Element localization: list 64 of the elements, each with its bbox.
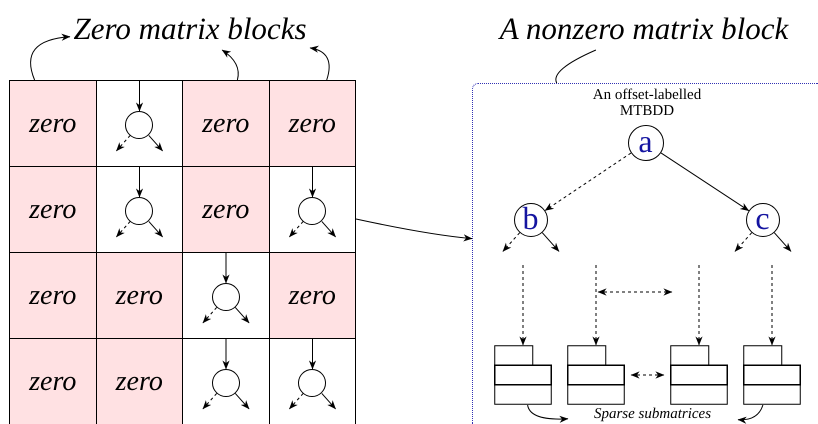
arrow [30, 34, 70, 80]
arrow [136, 166, 144, 198]
zero-block: zero [268, 252, 356, 339]
arrow [222, 50, 239, 80]
zero-block: zero [268, 80, 356, 167]
heading: Zero matrix blocks [70, 8, 310, 50]
arrow [222, 252, 230, 284]
arrow [321, 220, 336, 238]
dashed-arrow [544, 152, 632, 211]
dashed-arrow [630, 371, 664, 379]
sparse-matrix-drawing [670, 344, 728, 404]
dashed-arrow [695, 264, 703, 346]
arrow [308, 166, 316, 198]
zero-block: zero [9, 166, 96, 253]
bdd-node-circle [125, 196, 153, 224]
bdd-node-circle: c [746, 202, 780, 236]
tree-caption: An offset-labelled MTBDD [592, 87, 702, 119]
arrow [148, 220, 164, 238]
arrow [308, 338, 316, 370]
dashed-arrow [288, 220, 304, 238]
bdd-node-circle [298, 196, 326, 224]
zero-block: zero [182, 80, 270, 167]
annotation: Sparse submatrices [568, 404, 738, 422]
arrow [148, 134, 164, 152]
dashed-arrow [116, 134, 131, 152]
bdd-node-circle [212, 282, 240, 310]
dashed-arrow [202, 306, 218, 324]
bdd-node-circle [298, 368, 326, 396]
sparse-matrix-drawing [742, 344, 800, 404]
zero-block: zero [9, 252, 96, 339]
arrow [234, 392, 250, 410]
zero-block: zero [9, 80, 96, 167]
leader-line [555, 50, 596, 84]
zero-block: zero [96, 252, 183, 339]
dashed-arrow [768, 264, 776, 346]
block-panel [472, 83, 818, 424]
arrow [774, 232, 792, 252]
arrow [356, 218, 472, 242]
dashed-arrow [116, 220, 131, 238]
sparse-matrix-drawing [494, 344, 552, 404]
dashed-arrow [502, 232, 520, 252]
arrow [738, 404, 764, 424]
dashed-arrow [519, 264, 527, 346]
bdd-node-circle: b [514, 202, 548, 236]
arrow [527, 404, 568, 423]
arrow [222, 338, 230, 370]
dashed-arrow [202, 392, 218, 410]
dashed-arrow [734, 232, 752, 252]
sparse-matrix-drawing [566, 344, 624, 404]
zero-block: zero [96, 338, 183, 424]
bdd-node-circle [125, 110, 153, 138]
dashed-arrow [288, 392, 304, 410]
zero-block: zero [182, 166, 270, 253]
arrow [136, 80, 144, 112]
arrow [542, 232, 560, 252]
arrow [234, 306, 250, 324]
dashed-arrow [592, 264, 600, 346]
heading: A nonzero matrix block [472, 8, 816, 50]
bdd-node-circle: a [628, 124, 664, 160]
arrow [660, 152, 750, 212]
arrow [310, 46, 330, 80]
zero-block: zero [9, 338, 96, 424]
bdd-node-circle [212, 368, 240, 396]
arrow [321, 392, 336, 410]
